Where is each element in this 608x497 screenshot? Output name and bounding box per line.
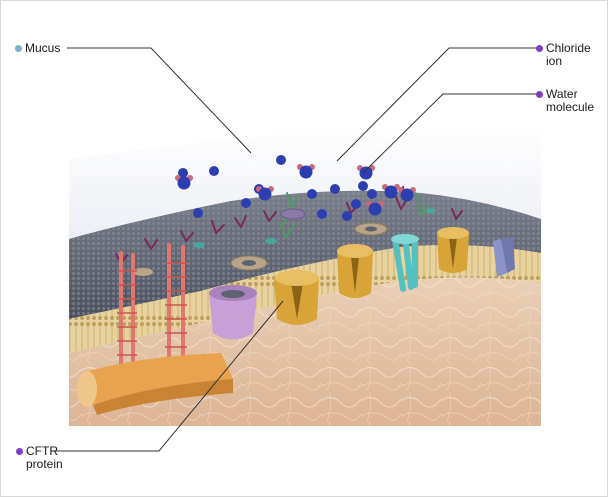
surface-pores — [133, 208, 388, 276]
chloride-ion — [209, 166, 219, 176]
chloride-text-line1: Chloride — [546, 41, 591, 55]
water-molecules — [175, 164, 416, 216]
water-molecule — [382, 184, 400, 199]
cftr-channels — [274, 227, 469, 325]
mucus-dot — [15, 45, 22, 52]
water-molecule — [357, 165, 375, 180]
chloride-ion-label: Chloride ion — [546, 42, 591, 68]
cftr-channel-2 — [337, 244, 373, 298]
blue-protein — [493, 237, 515, 277]
mucus-text: Mucus — [25, 41, 61, 55]
cftr-text-line2: protein — [26, 457, 63, 471]
chloride-ion — [276, 155, 286, 165]
chloride-ion — [367, 189, 377, 199]
chloride-ion — [342, 211, 352, 221]
water-text-line1: Water — [546, 87, 578, 101]
cftr-channel-main — [274, 270, 319, 325]
chloride-ion — [241, 198, 251, 208]
leader-lines — [51, 47, 539, 452]
cftr-protein-label: CFTR protein — [26, 445, 63, 471]
chloride-ion — [178, 168, 188, 178]
chloride-ion — [307, 189, 317, 199]
sugar-chains — [279, 192, 430, 238]
water-leader-line — [362, 93, 539, 174]
water-text-line2: molecule — [546, 100, 595, 114]
chloride-ion — [317, 209, 327, 219]
chloride-ion — [330, 184, 340, 194]
mucus-label: Mucus — [25, 42, 60, 55]
cftr-leader-line — [51, 300, 284, 452]
transport-protein-purple — [209, 285, 257, 340]
cftr-dot — [16, 448, 23, 455]
water-molecule — [175, 175, 193, 190]
chloride-leader-line — [336, 47, 539, 162]
water-molecule — [398, 187, 416, 202]
anchor-protein-block — [77, 353, 233, 415]
water-molecule — [256, 186, 274, 201]
water-molecule — [297, 164, 315, 179]
cftr-text-line1: CFTR — [26, 444, 58, 458]
glycoproteins — [115, 186, 463, 264]
chloride-ion — [193, 208, 203, 218]
teal-channel — [391, 234, 419, 292]
cftr-channel-3 — [437, 227, 469, 273]
chloride-ions — [178, 155, 377, 221]
mucus-leader-line — [67, 47, 252, 154]
chloride-text-line2: ion — [546, 54, 563, 68]
water-dot — [536, 91, 543, 98]
chloride-dot — [536, 45, 543, 52]
chloride-ion — [351, 199, 361, 209]
chloride-ion — [358, 181, 368, 191]
water-molecule-label: Water molecule — [546, 88, 594, 114]
water-molecule — [366, 201, 384, 216]
